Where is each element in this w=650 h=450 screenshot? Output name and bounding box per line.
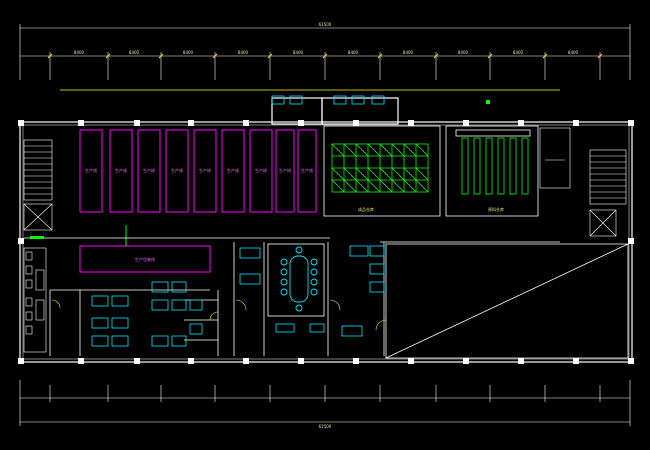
bay-dimension-label: 8400 [129,50,140,55]
bay-dimension-label: 8400 [238,50,249,55]
door-swings [51,299,387,331]
production-line-label: 生产线 [301,167,313,173]
production-line-labels: 生产线 生产线 生产线 生产线 生产线 生产线 生产线 生产线 生产线 生产包装… [85,167,313,262]
meeting-table [280,246,318,312]
top-dimension-ticks [47,53,603,59]
production-line-label: 生产线 [199,167,211,173]
finished-goods-store-label: 成品仓库 [358,206,374,212]
stair-right [589,149,627,237]
production-line-label: 生产线 [171,167,183,173]
bay-dimension-label: 8400 [403,50,414,55]
bay-dimension-label: 8400 [74,50,85,55]
production-line-label: 生产线 [143,167,155,173]
raw-material-store [445,125,539,217]
overall-dimension-top: 61500 [319,22,332,27]
production-line-zone [79,129,317,273]
raw-material-racks [461,137,529,195]
office-workstations [91,95,385,347]
overall-dimension-bottom: 61500 [319,424,332,429]
finished-goods-store [323,125,441,217]
production-line-label: 生产线 [115,167,127,173]
green-accent-markers [30,100,490,239]
production-line-label: 生产线 [85,167,97,173]
production-line-label: 生产线 [279,167,291,173]
interior-walls [24,237,560,356]
bay-dimension-label: 8400 [183,50,194,55]
production-line-label: 生产线 [227,167,239,173]
store-side-room [539,127,571,189]
bay-dimension-label: 8400 [513,50,524,55]
finished-goods-shelving [331,143,429,193]
bottom-dimension-lines [19,380,631,426]
production-line-label: 生产线 [255,167,267,173]
structural-columns [18,120,634,364]
top-dimension-lines [19,24,631,80]
packaging-line-label: 生产包装线 [135,256,155,262]
toilet-fixtures [23,247,47,353]
meeting-room [267,243,325,317]
bay-dimension-label: 8400 [568,50,579,55]
raw-material-store-label: 原料仓库 [488,206,504,212]
bay-dimension-label: 8400 [348,50,359,55]
atrium-void [385,243,629,359]
bay-dimension-texts-top: 8400 8400 8400 8400 8400 8400 8400 8400 … [74,50,579,55]
bay-dimension-label: 8400 [293,50,304,55]
stair-left [23,139,53,231]
bay-dimension-label: 8400 [458,50,469,55]
